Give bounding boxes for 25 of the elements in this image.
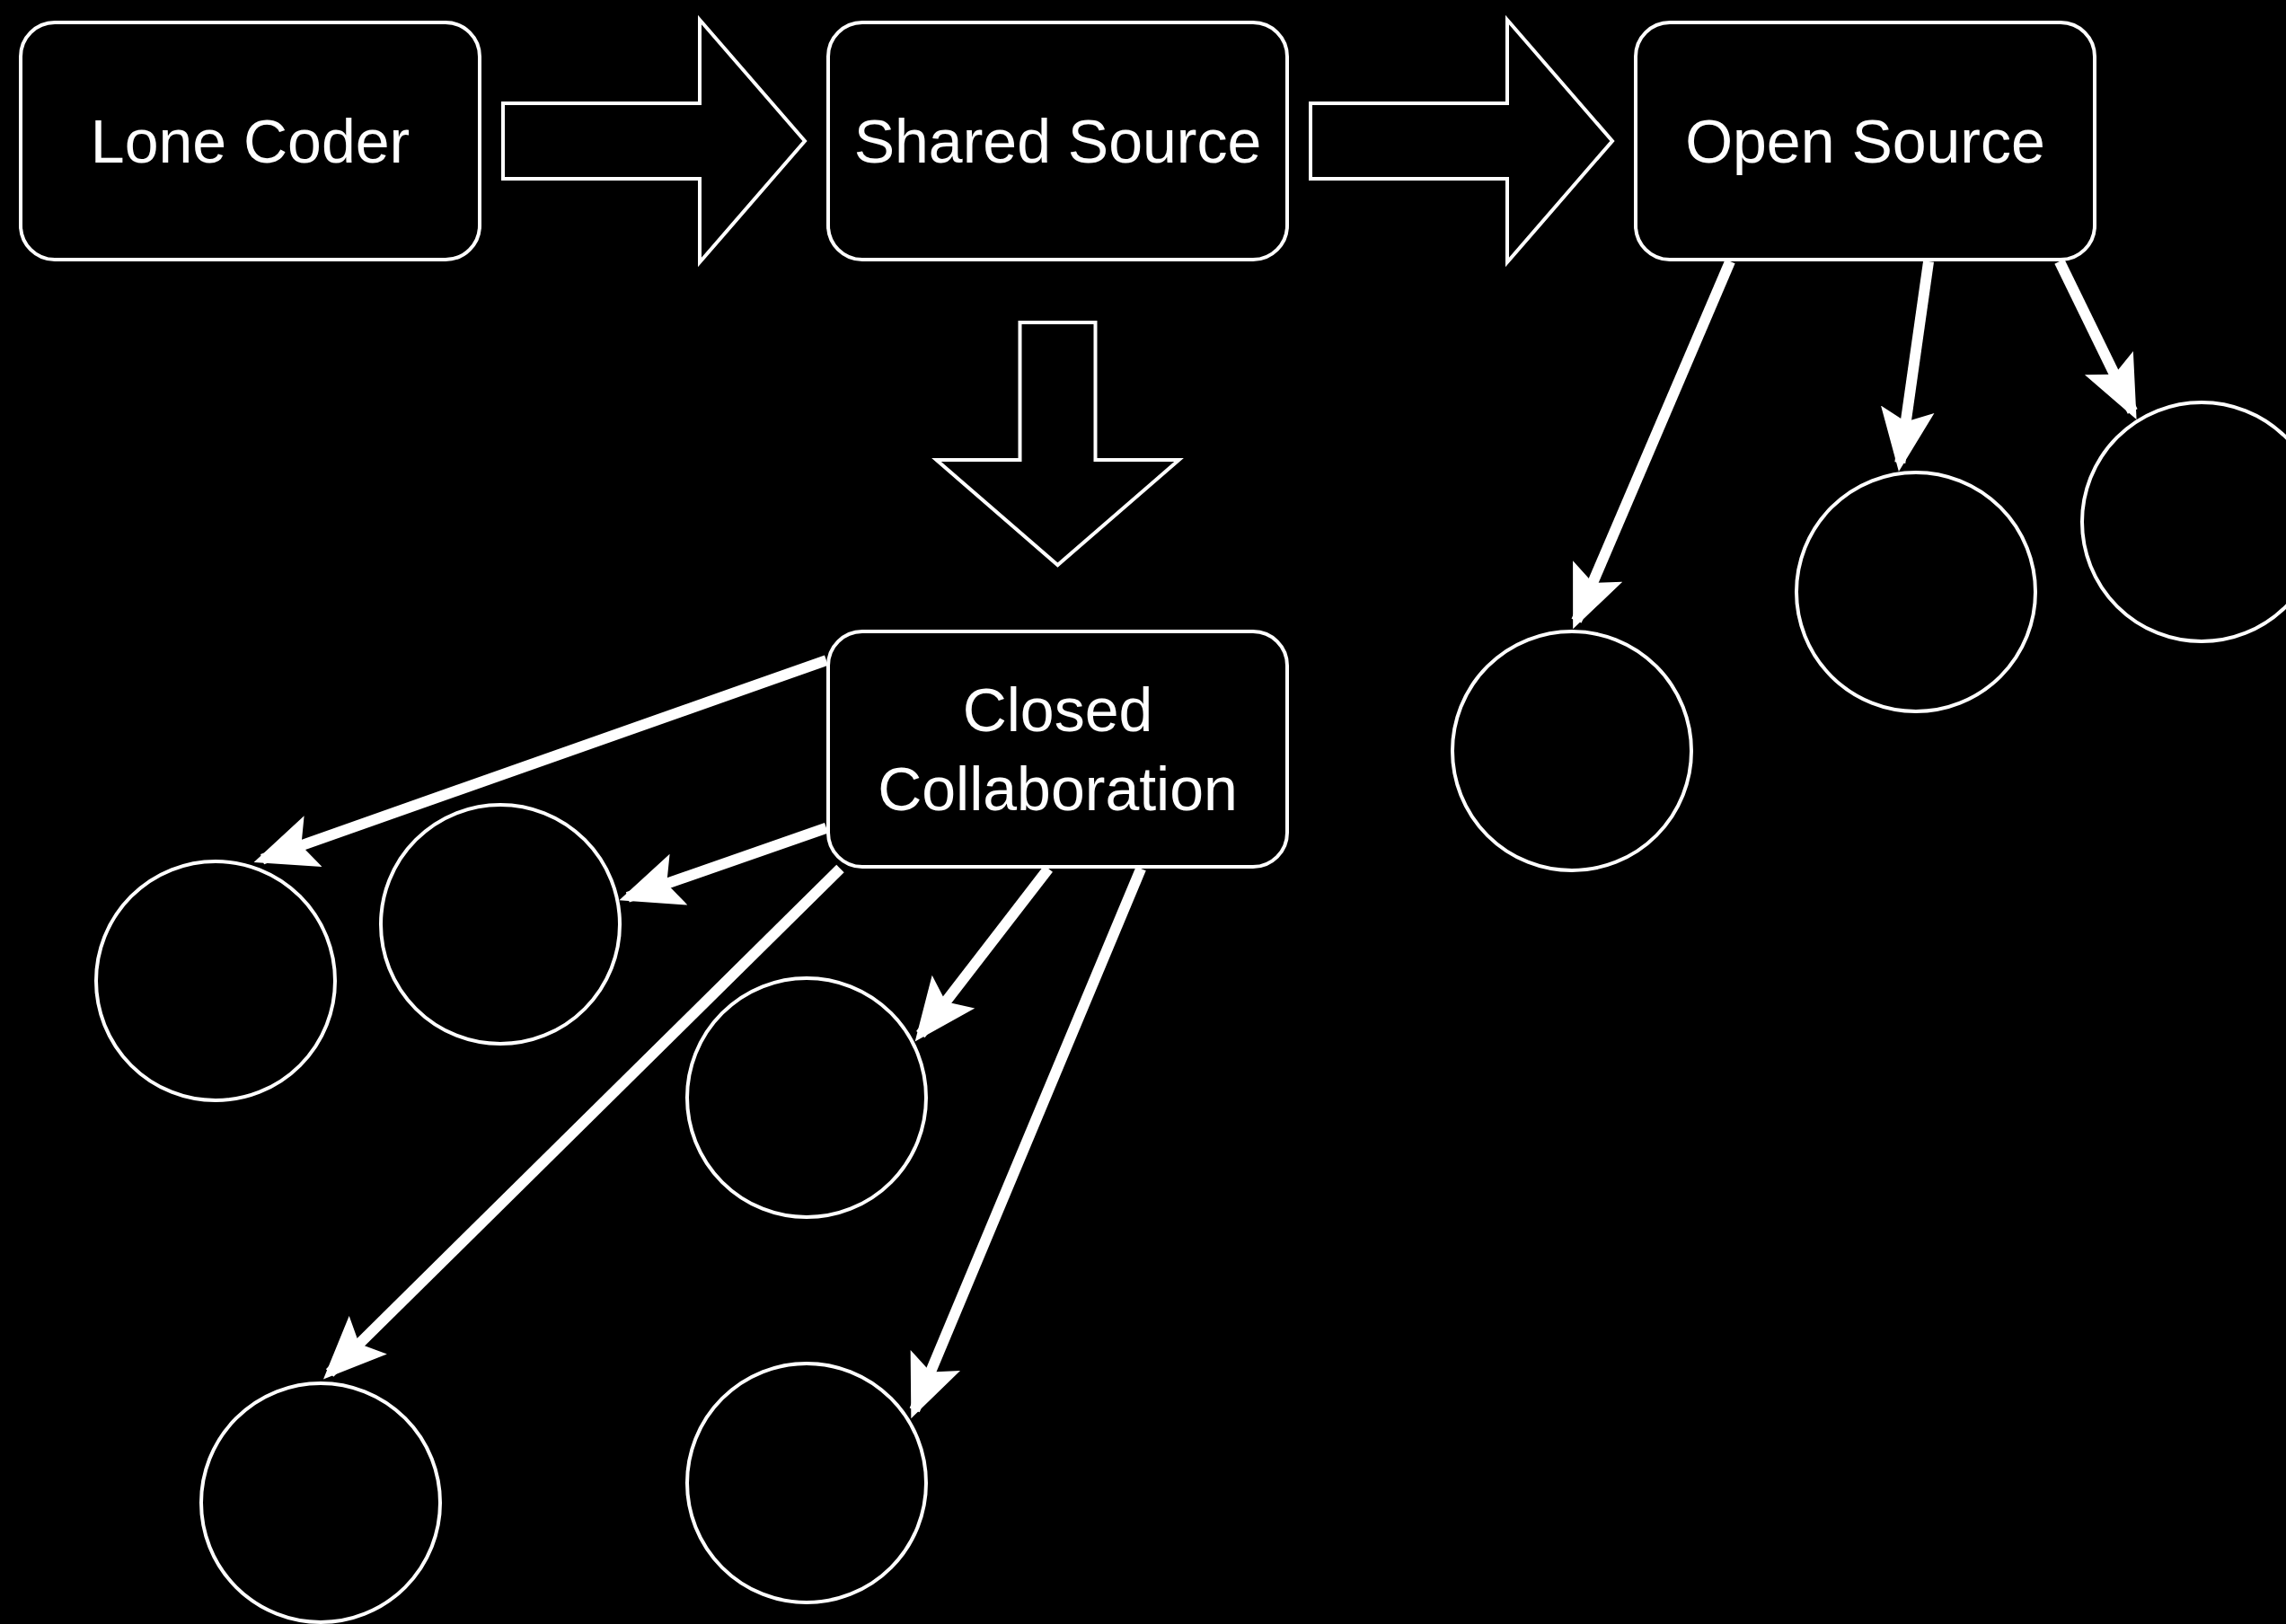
process-box — [826, 630, 1289, 869]
arrow — [1571, 259, 1735, 630]
box-label: Open Source — [1684, 105, 2046, 177]
empty-circle — [94, 860, 337, 1102]
box-label: Lone Coder — [89, 105, 411, 177]
block-arrow — [931, 321, 1184, 568]
block-arrow — [501, 14, 808, 268]
arrow — [253, 655, 828, 867]
empty-circle — [685, 976, 928, 1219]
arrow — [619, 823, 828, 905]
empty-circle — [199, 1381, 442, 1624]
block-arrow — [1309, 14, 1615, 268]
arrow — [1881, 260, 1935, 472]
arrow — [323, 864, 844, 1380]
empty-circle — [685, 1362, 928, 1604]
empty-circle — [379, 803, 622, 1046]
process-box — [826, 21, 1289, 261]
process-box — [1634, 21, 2096, 261]
empty-circle — [1451, 630, 1693, 872]
arrow — [909, 866, 1146, 1419]
box-label: Shared Source — [852, 105, 1263, 177]
arrow — [2054, 259, 2138, 419]
box-label: Closed Collaboration — [877, 674, 1239, 825]
empty-circle — [1795, 471, 2037, 713]
process-box — [19, 21, 481, 261]
